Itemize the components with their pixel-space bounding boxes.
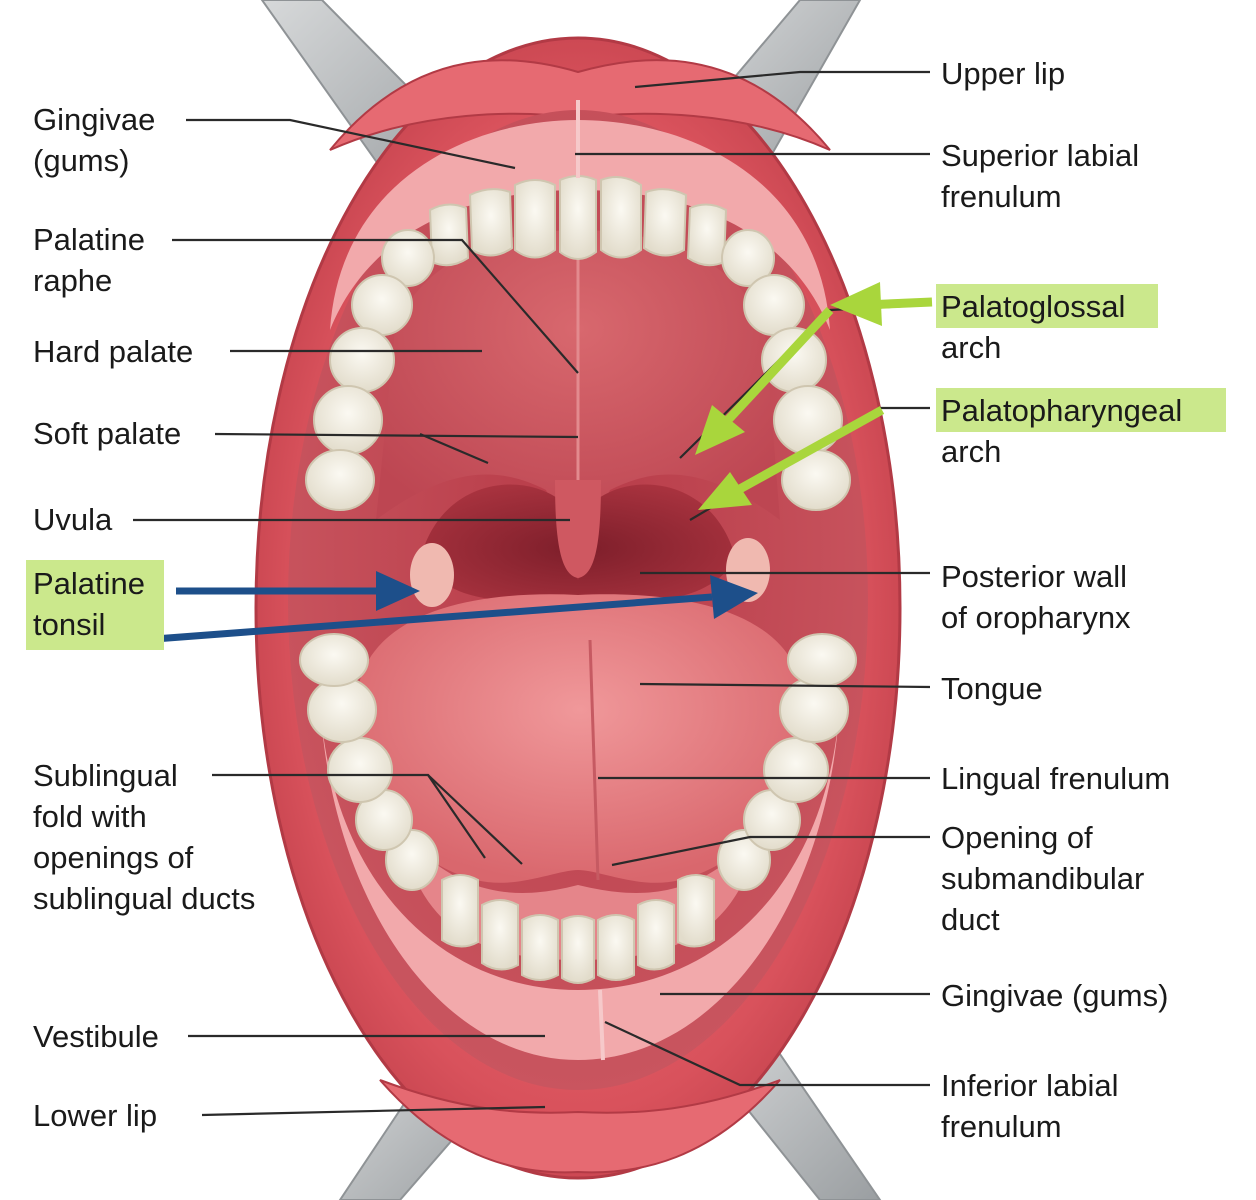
label-inferior-labial-frenulum: Inferior labial frenulum bbox=[941, 1068, 1119, 1144]
label-palatine-raphe: Palatine raphe bbox=[33, 222, 146, 298]
lingual-frenulum-line bbox=[588, 639, 600, 881]
highlight-palatopharyngeal bbox=[936, 388, 1226, 432]
leader-soft-palate-b bbox=[419, 432, 489, 465]
leader-submandibular bbox=[611, 835, 930, 867]
label-posterior-wall: Posterior wall of oropharynx bbox=[941, 559, 1131, 635]
leader-inferior-frenulum bbox=[604, 1021, 930, 1087]
tongue bbox=[358, 594, 802, 883]
label-tongue: Tongue bbox=[941, 671, 1043, 706]
lower-gums bbox=[320, 700, 840, 1060]
label-gingivae-upper: Gingivae (gums) bbox=[33, 102, 156, 178]
label-palatoglossal-arch: Palatoglossal arch bbox=[941, 289, 1126, 365]
green-arrows bbox=[695, 282, 933, 510]
leader-tongue bbox=[639, 682, 931, 689]
label-lower-lip: Lower lip bbox=[33, 1098, 158, 1133]
lower-teeth bbox=[299, 633, 857, 984]
leader-lower-lip bbox=[201, 1105, 546, 1117]
upper-gums bbox=[330, 120, 830, 330]
upper-teeth bbox=[305, 175, 851, 511]
label-vestibule: Vestibule bbox=[33, 1019, 159, 1054]
lower-lip bbox=[379, 1079, 781, 1174]
label-submandibular-duct: Opening of submandibular duct bbox=[941, 820, 1145, 937]
label-superior-labial-frenulum: Superior labial frenulum bbox=[941, 138, 1140, 214]
label-palatopharyngeal-arch: Palatopharyngeal arch bbox=[941, 393, 1183, 469]
leader-upper-lip bbox=[634, 70, 930, 89]
throat bbox=[420, 484, 736, 601]
leader-gingivae-upper bbox=[186, 118, 516, 170]
label-upper-lip: Upper lip bbox=[941, 56, 1066, 91]
label-hard-palate: Hard palate bbox=[33, 334, 194, 369]
leader-palatine-raphe bbox=[172, 238, 579, 374]
leader-lines bbox=[133, 70, 931, 1117]
leader-sublingual-b bbox=[427, 774, 523, 865]
label-soft-palate: Soft palate bbox=[33, 416, 182, 451]
left-tonsil bbox=[410, 543, 454, 607]
highlight-palatoglossal bbox=[936, 284, 1158, 328]
label-uvula: Uvula bbox=[33, 502, 113, 537]
blue-arrows bbox=[87, 571, 758, 648]
label-lingual-frenulum: Lingual frenulum bbox=[941, 761, 1171, 796]
highlight-palatine-tonsil bbox=[26, 560, 164, 650]
label-palatine-tonsil: Palatine tonsil bbox=[33, 566, 146, 642]
inferior-frenulum-line bbox=[598, 989, 605, 1061]
leader-soft-palate-a bbox=[214, 432, 579, 439]
label-sublingual-fold: Sublingual fold with openings of subling… bbox=[33, 758, 256, 916]
uvula bbox=[555, 480, 601, 578]
label-gingivae-lower: Gingivae (gums) bbox=[941, 978, 1169, 1013]
